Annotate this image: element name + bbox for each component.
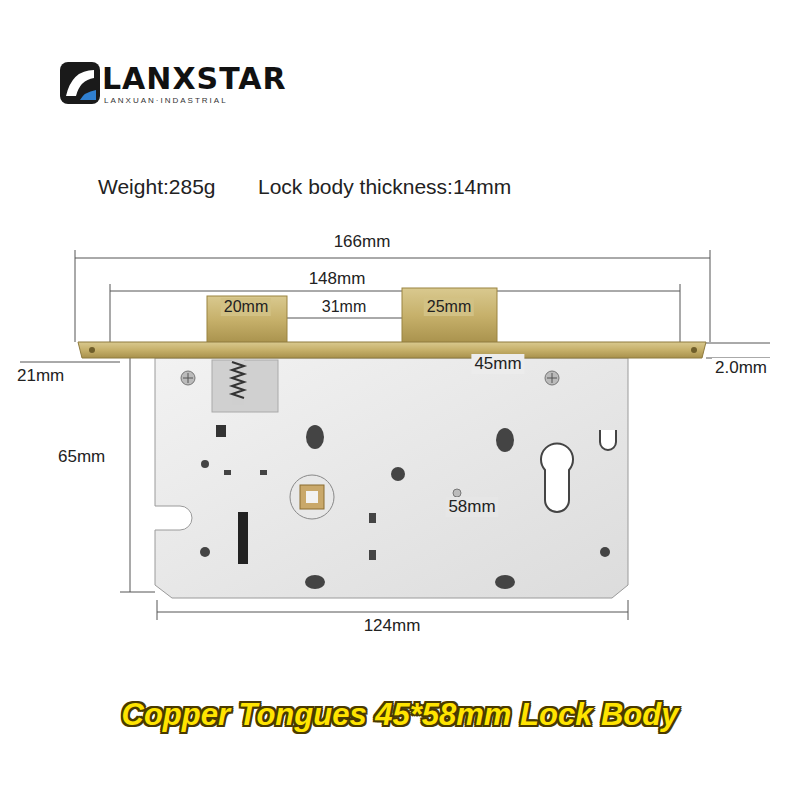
latch-bolt [207, 296, 287, 344]
dimension-label: 58mm [445, 497, 498, 517]
lock-case [155, 358, 628, 598]
dimension-label: 166mm [331, 232, 394, 252]
logo-text: LANXUAN·INDASTRIAL [104, 96, 228, 105]
dimension-label: 31mm [319, 298, 369, 316]
dimension-label: 21mm [14, 366, 67, 386]
faceplate-hole [691, 347, 697, 353]
dimension-label: 148mm [306, 269, 369, 289]
dimension-label: 20mm [221, 298, 271, 316]
dimension-label: 25mm [424, 298, 474, 316]
dimension-label: 2.0mm [712, 358, 770, 378]
dimension-lines [20, 250, 770, 620]
spec-note: Lock body thickness:14mm [258, 175, 511, 199]
logo-icon [60, 62, 100, 104]
faceplate [78, 342, 706, 358]
dimension-label: 65mm [55, 447, 108, 467]
faceplate-hole [89, 347, 95, 353]
caption-banner: Copper Tongues 45*58mm Lock Body [122, 697, 679, 733]
dimension-label: 124mm [361, 616, 424, 636]
dead-bolt [402, 288, 497, 344]
dimension-label: 45mm [471, 354, 524, 374]
spec-note: Weight:285g [98, 175, 216, 199]
logo-text: LANXSTAR [102, 62, 287, 97]
case-details [181, 360, 616, 589]
